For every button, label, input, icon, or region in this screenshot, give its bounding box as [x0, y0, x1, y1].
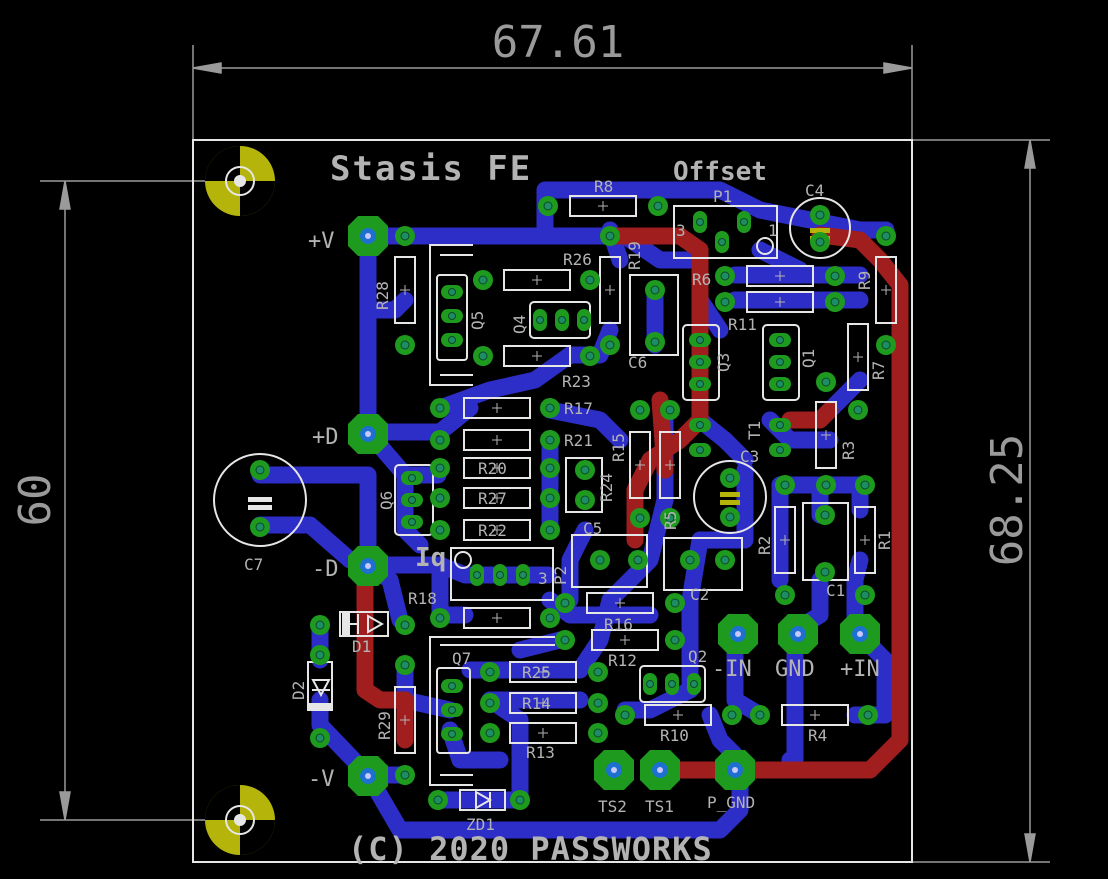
label-r12: R12: [608, 651, 637, 670]
label-q3: Q3: [714, 353, 733, 372]
connector-label-ts2: TS2: [598, 797, 627, 816]
label-q5: Q5: [468, 311, 487, 330]
label-r4: R4: [808, 726, 827, 745]
mounting-hole-top: [205, 146, 275, 216]
label-r21: R21: [564, 431, 593, 450]
dimension-height-outer: 68.25: [982, 434, 1033, 566]
connector-label-ts1: TS1: [645, 797, 674, 816]
label-q1: Q1: [799, 349, 818, 368]
dimension-height-inner: 60: [10, 474, 61, 527]
label-r10: R10: [660, 726, 689, 745]
connector-label-pos-v: +V: [308, 229, 335, 254]
silkscreen-outlines: [213, 195, 897, 811]
label-c3: C3: [740, 447, 759, 466]
label-c5: C5: [583, 519, 602, 538]
label-q6: Q6: [377, 491, 396, 510]
label-q4: Q4: [510, 315, 529, 334]
label-r9: R9: [855, 271, 874, 290]
label-t1: T1: [745, 421, 764, 440]
label-q2: Q2: [688, 647, 707, 666]
connector-label-neg-d: -D: [312, 557, 339, 582]
label-r24: R24: [597, 473, 616, 502]
offset-label: Offset: [673, 157, 767, 187]
label-r7: R7: [869, 361, 888, 380]
connector-label-p-gnd: P_GND: [707, 793, 755, 812]
label-r27: R27: [478, 489, 507, 508]
connector-label-gnd: GND: [775, 657, 815, 682]
label-d2: D2: [289, 681, 308, 700]
connector-label-neg-v: -V: [308, 767, 335, 792]
mounting-hole-bottom: [205, 785, 275, 855]
label-r2: R2: [755, 536, 774, 555]
label-c6: C6: [628, 353, 647, 372]
label-p2: P2: [551, 566, 570, 585]
label-r22: R22: [478, 521, 507, 540]
label-p1-pin1: 1: [768, 221, 778, 240]
label-r13: R13: [526, 743, 555, 762]
label-p1-pin3: 3: [676, 221, 686, 240]
connector-label-neg-in: -IN: [712, 657, 752, 682]
label-p1: P1: [713, 187, 732, 206]
label-c7: C7: [244, 555, 263, 574]
label-r28: R28: [373, 281, 392, 310]
connector-label-pos-d: +D: [312, 425, 339, 450]
label-r29: R29: [375, 711, 394, 740]
dimension-lines: [40, 45, 1050, 863]
label-p2-pin3: 3: [538, 569, 548, 588]
label-r1: R1: [875, 531, 894, 550]
label-r18: R18: [408, 589, 437, 608]
label-c4: C4: [805, 181, 824, 200]
label-r6: R6: [692, 270, 711, 289]
label-d1: D1: [352, 637, 371, 656]
label-r5: R5: [661, 511, 680, 530]
copyright-text: (C) 2020 PASSWORKS: [348, 830, 713, 868]
connector-label-pos-in: +IN: [840, 657, 880, 682]
label-zd1: ZD1: [466, 815, 495, 834]
label-r16: R16: [604, 615, 633, 634]
iq-label: Iq: [415, 543, 446, 573]
label-r20: R20: [478, 459, 507, 478]
label-r25: R25: [522, 663, 551, 682]
label-r26: R26: [563, 250, 592, 269]
dimension-width: 67.61: [492, 17, 624, 68]
label-r14: R14: [522, 694, 551, 713]
label-r8: R8: [594, 177, 613, 196]
label-q7: Q7: [452, 649, 471, 668]
label-c1: C1: [826, 581, 845, 600]
label-r3: R3: [839, 441, 858, 460]
board-title: Stasis FE: [330, 149, 532, 189]
label-r23: R23: [562, 372, 591, 391]
label-r17: R17: [564, 399, 593, 418]
label-c2: C2: [690, 585, 709, 604]
label-r19: R19: [625, 241, 644, 270]
label-r11: R11: [728, 315, 757, 334]
board-outline: [192, 139, 913, 863]
label-r15: R15: [609, 433, 628, 462]
